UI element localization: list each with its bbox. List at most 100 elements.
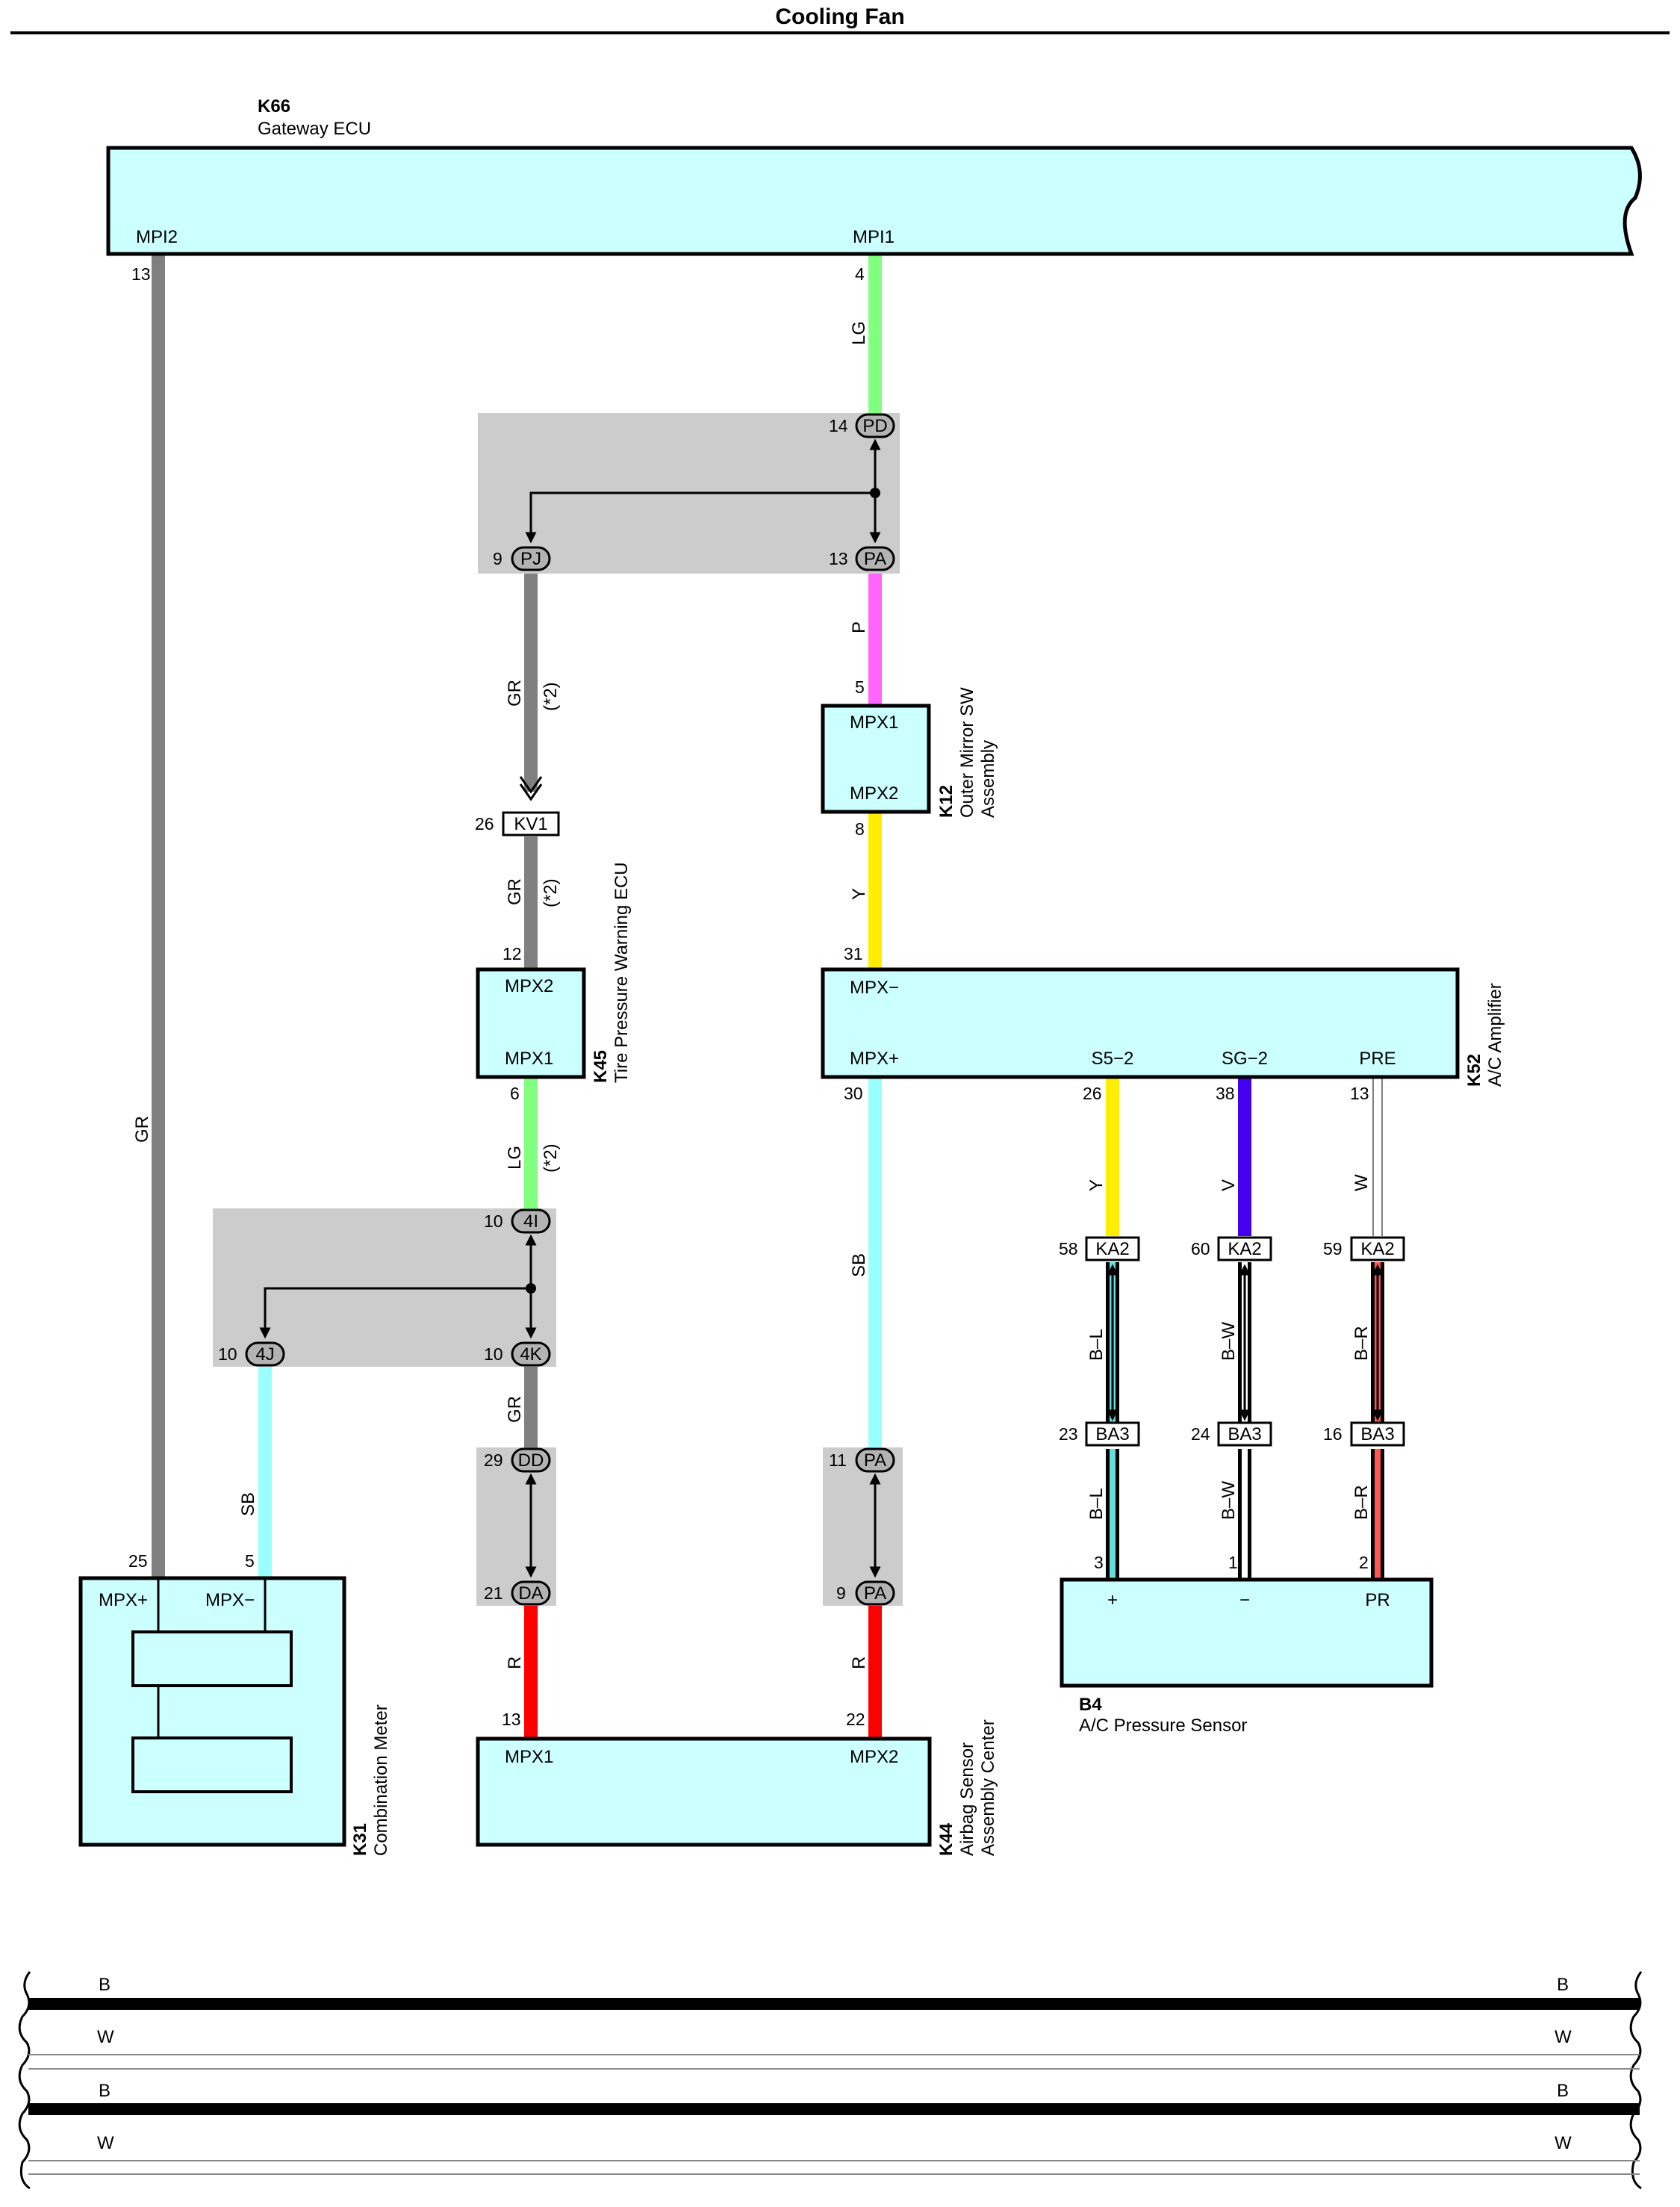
k31-pin-mpxp: MPX+ (99, 1590, 148, 1610)
k45-code: K45 (591, 1050, 611, 1083)
bus-break-left (18, 1971, 31, 2190)
pin-num: 16 (1323, 1424, 1343, 1444)
connector-pd: PD 14 (829, 413, 895, 438)
connector-ba3-a: BA3 23 (1059, 1421, 1140, 1447)
header: Cooling Fan (10, 4, 1670, 34)
component-k52: MPX− MPX+ S5−2 SG−2 PRE K52 A/C Amplifie… (821, 944, 1505, 1103)
ground-bus: B B W W B B W W (18, 1971, 1643, 2190)
connector-ka2-a: KA2 58 (1059, 1236, 1140, 1261)
pin-num: 13 (1350, 1084, 1369, 1103)
wire-label: GR (505, 1396, 525, 1423)
k44-pin-mpx1: MPX1 (505, 1747, 553, 1767)
pin-num: 5 (855, 677, 865, 697)
note-star2: (*2) (541, 878, 561, 907)
pin-num: 12 (503, 944, 522, 963)
component-k12: MPX1 MPX2 K12 Outer Mirror SW Assembly 5… (821, 677, 998, 839)
b4-pin-pr: PR (1365, 1590, 1390, 1610)
pin-num: 60 (1191, 1239, 1210, 1258)
connector-pa-3: PA 9 (836, 1580, 895, 1606)
page-title: Cooling Fan (775, 4, 904, 29)
connector-ka2-c: KA2 59 (1323, 1236, 1405, 1261)
svg-text:KA2: KA2 (1095, 1239, 1129, 1259)
svg-text:PA: PA (864, 1450, 886, 1471)
connector-ka2-b: KA2 60 (1191, 1236, 1272, 1261)
wire-label: B–W (1219, 1322, 1239, 1361)
svg-text:DD: DD (518, 1450, 544, 1471)
k12-pin-mpx2: MPX2 (850, 783, 898, 804)
connector-kv1: KV1 26 (475, 811, 560, 836)
svg-text:BA3: BA3 (1095, 1424, 1129, 1444)
k44-code: K44 (936, 1822, 956, 1856)
pin-num: 26 (1083, 1084, 1102, 1103)
pin-num: 9 (836, 1583, 846, 1603)
bus-label-right: W (1555, 2133, 1572, 2153)
wire-labels: GR LG P Y SB R GR GR LG GR R SB Y V W B–… (132, 321, 1372, 1669)
wire-label: SB (849, 1253, 869, 1277)
component-k44: MPX1 MPX2 K44 Airbag Sensor Assembly Cen… (476, 1710, 998, 1856)
k66-code: K66 (258, 96, 290, 117)
pin-num: 10 (484, 1211, 503, 1231)
connector-ba3-c: BA3 16 (1323, 1421, 1405, 1447)
connector-da: DA 21 (484, 1580, 551, 1606)
bus-break-right (1629, 1971, 1643, 2190)
wire-label: LG (849, 321, 869, 345)
b4-code: B4 (1079, 1695, 1102, 1715)
k31-pin-mpxm: MPX− (205, 1590, 255, 1610)
bus-label-right: B (1557, 1975, 1569, 1995)
k31-code: K31 (350, 1823, 370, 1856)
pin-num: 8 (855, 819, 865, 839)
bus-label-right: B (1557, 2081, 1569, 2101)
pin-num: 6 (510, 1084, 520, 1103)
k45-pin-mpx2: MPX2 (505, 976, 553, 996)
pin-num: 26 (475, 814, 494, 834)
pin-num: 2 (1359, 1553, 1369, 1572)
connector-dd: DD 29 (484, 1447, 551, 1473)
pin-num: 29 (484, 1450, 503, 1470)
k12-code: K12 (936, 785, 956, 818)
k44-pin-mpx2: MPX2 (850, 1747, 898, 1767)
pin-num: 31 (844, 944, 863, 963)
connector-pa-2: PA 11 (829, 1447, 895, 1473)
svg-text:PA: PA (864, 1583, 886, 1604)
k12-name1: Outer Mirror SW (957, 687, 977, 818)
svg-text:KA2: KA2 (1228, 1239, 1261, 1259)
wire-label: P (849, 621, 869, 633)
k52-code: K52 (1464, 1054, 1484, 1087)
svg-text:KA2: KA2 (1360, 1239, 1394, 1259)
note-star2: (*2) (541, 1143, 561, 1173)
k52-pin-mpxm: MPX− (850, 978, 899, 998)
pin-num: 4 (855, 264, 865, 284)
pin-num: 38 (1216, 1084, 1235, 1103)
k66-name: Gateway ECU (258, 119, 371, 139)
wire-label: GR (505, 680, 525, 707)
pin-num: 22 (846, 1710, 865, 1729)
wire-label: B–L (1086, 1329, 1107, 1361)
k12-name2: Assembly (978, 740, 998, 818)
k66-pin-mpi2: MPI2 (136, 227, 178, 247)
pin-num: 58 (1059, 1239, 1078, 1258)
bus-label-left: B (99, 1975, 111, 1995)
k44-name2: Assembly Center (978, 1719, 998, 1856)
pin-num: 25 (128, 1551, 148, 1571)
wire-label: R (849, 1657, 869, 1669)
pin-num: 11 (829, 1450, 847, 1470)
pin-num: 21 (484, 1583, 503, 1603)
svg-text:4I: 4I (523, 1211, 538, 1232)
pin-num: 3 (1094, 1553, 1104, 1572)
component-k66: K66 Gateway ECU MPI2 MPI1 13 4 (106, 96, 1642, 284)
connector-ba3-b: BA3 24 (1191, 1421, 1272, 1447)
wire-label: B–W (1219, 1481, 1239, 1520)
pin-num: 10 (484, 1344, 503, 1364)
wire-label: Y (849, 888, 869, 900)
pin-num: 1 (1228, 1553, 1238, 1572)
k12-pin-mpx1: MPX1 (850, 713, 898, 733)
splice-area-dd-da (476, 1447, 556, 1606)
connector-pj: PJ 9 (493, 546, 551, 571)
connector-4j: 4J 10 (218, 1341, 285, 1367)
splice-lines-top (525, 438, 881, 544)
wire-label: R (505, 1657, 525, 1669)
wire-label: SB (238, 1492, 258, 1516)
k52-pin-s5: S5−2 (1092, 1049, 1134, 1069)
bus-label-left: B (99, 2081, 111, 2101)
